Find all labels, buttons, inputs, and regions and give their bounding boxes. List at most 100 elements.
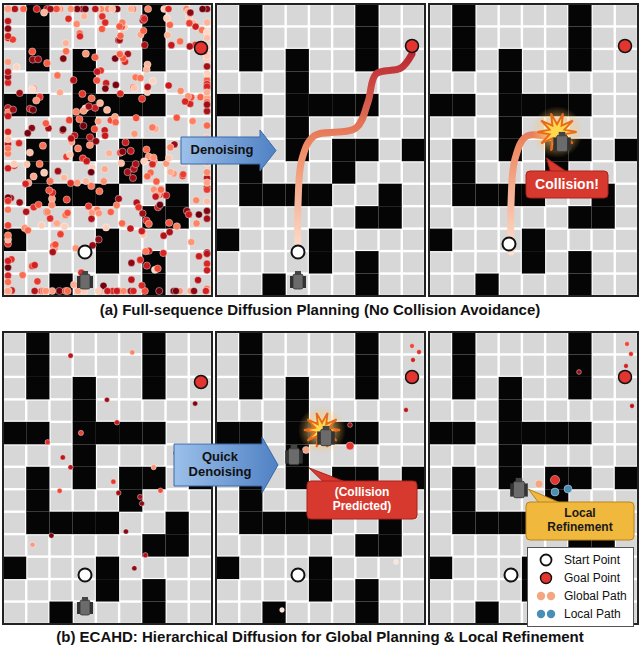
maze-cell <box>403 252 424 272</box>
path-dot <box>167 168 174 175</box>
path-dot <box>168 42 175 49</box>
robot-icon <box>510 478 528 498</box>
path-dot <box>137 74 144 81</box>
maze-cell <box>97 490 118 510</box>
maze-cell <box>380 230 401 250</box>
path-dot <box>194 276 201 283</box>
path-dot <box>127 147 134 154</box>
maze-cell <box>593 252 614 272</box>
maze-wall <box>49 274 72 296</box>
node-label: (Collision Predicted) <box>316 486 408 514</box>
maze-cell <box>380 423 401 443</box>
path-dot <box>143 66 150 73</box>
maze-cell <box>217 535 238 555</box>
path-dot <box>137 256 144 263</box>
path-dot <box>4 113 11 120</box>
path-dot <box>49 533 54 538</box>
robot-wheel <box>510 483 513 496</box>
path-dot <box>43 208 50 215</box>
maze-cell <box>190 535 211 555</box>
maze-wall <box>73 467 96 489</box>
maze-cell <box>4 333 25 353</box>
path-swatch <box>537 592 545 600</box>
maze-cell <box>97 140 118 160</box>
maze-cell <box>380 95 401 115</box>
maze-cell <box>616 95 637 115</box>
maze-cell <box>287 356 308 376</box>
path-dot <box>123 529 128 534</box>
maze-cell <box>523 5 544 25</box>
path-dot <box>158 488 163 493</box>
legend-label: Global Path <box>564 589 627 603</box>
path-dot <box>149 161 156 168</box>
maze-cell <box>477 28 498 48</box>
robot-sensor <box>82 597 88 601</box>
robot-body <box>80 600 90 615</box>
path-dot <box>30 85 37 92</box>
path-dot <box>100 178 107 185</box>
maze-cell <box>403 535 424 555</box>
maze-cell <box>333 50 354 70</box>
start-point <box>503 238 516 251</box>
maze-cell <box>453 207 474 227</box>
maze-cell <box>453 252 474 272</box>
path-dot <box>4 58 11 65</box>
path-dot <box>163 192 170 199</box>
maze-cell <box>167 558 188 578</box>
maze-wall <box>142 354 165 376</box>
path-dot <box>24 130 31 137</box>
maze-cell <box>217 356 238 376</box>
legend-row: Local Path <box>534 605 627 623</box>
path-dot <box>4 25 11 32</box>
start-point <box>79 246 92 259</box>
maze-cell <box>403 95 424 115</box>
maze-cell <box>430 603 451 623</box>
path-dot <box>152 193 159 200</box>
maze-cell <box>500 275 521 295</box>
maze-cell <box>593 5 614 25</box>
path-dot <box>34 278 41 285</box>
path-dot <box>624 364 629 369</box>
path-dot <box>280 608 285 613</box>
robot-body <box>514 481 525 498</box>
path-dot <box>70 77 77 84</box>
path-swatch <box>547 610 555 618</box>
maze-cell <box>616 162 637 182</box>
maze-cell <box>380 118 401 138</box>
path-dot <box>203 207 210 214</box>
maze-wall <box>355 4 378 26</box>
path-dot <box>105 150 112 157</box>
maze-cell <box>51 28 72 48</box>
path-dot <box>85 203 92 210</box>
path-dot <box>535 480 543 488</box>
maze-wall <box>355 422 378 444</box>
maze-wall <box>286 377 309 399</box>
path-dot <box>348 423 353 428</box>
maze-cell <box>616 275 637 295</box>
burst-glow <box>298 406 346 454</box>
path-dot <box>95 236 102 243</box>
path-dot <box>116 490 121 495</box>
maze-cell <box>4 580 25 600</box>
maze-wall <box>522 422 545 444</box>
maze-wall <box>379 184 402 206</box>
path-dot <box>62 40 69 47</box>
path-dot <box>173 223 180 230</box>
maze-cell <box>453 535 474 555</box>
path-dot <box>29 48 36 55</box>
path-dot <box>165 155 172 162</box>
path-dot <box>564 485 572 493</box>
path-dot <box>145 220 152 227</box>
legend-box: Start PointGoal PointGlobal PathLocal Pa… <box>527 547 634 627</box>
maze-wall <box>452 4 475 26</box>
path-dot <box>188 239 195 246</box>
maze-cell <box>593 230 614 250</box>
maze-cell <box>144 513 165 533</box>
path-dot <box>39 142 46 149</box>
maze-cell <box>264 252 285 272</box>
maze-wall <box>452 354 475 376</box>
maze-wall <box>355 139 378 161</box>
maze-wall <box>142 377 165 399</box>
robot-wheel <box>303 276 306 288</box>
maze-wall <box>355 206 378 228</box>
